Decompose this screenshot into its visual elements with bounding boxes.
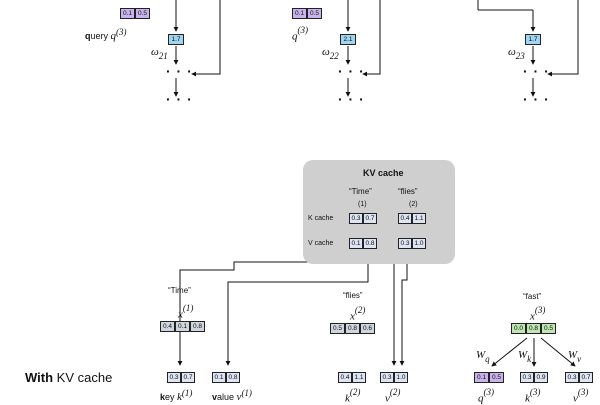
key-label-2: k(2) — [345, 387, 361, 405]
embedding-cell: 0.8 — [526, 323, 541, 334]
embedding-cell: 0.4 — [160, 321, 175, 332]
query-cell: 0.5 — [489, 372, 504, 383]
arrow-line — [191, 0, 221, 77]
weight-wq-label: Wq — [476, 349, 490, 365]
weight-wk-label: Wk — [518, 349, 532, 365]
ellipsis: · · · — [523, 91, 550, 107]
k-cache-cell: 1.1 — [412, 213, 426, 224]
query-cell: 0.5 — [135, 8, 150, 19]
value-cell: 1.0 — [394, 372, 408, 383]
v-cache-label: V cache — [308, 240, 334, 247]
token-word-flies: “flies” — [343, 291, 363, 300]
embedding-cell: 0.8 — [345, 323, 360, 334]
arrow-line — [547, 0, 579, 77]
value-cell: 0.8 — [226, 372, 240, 383]
kv-word-time: “Time” — [349, 187, 372, 196]
query-cell: 0.1 — [120, 8, 135, 19]
value-cell: 0.7 — [579, 372, 593, 383]
kv-cache-title: KV cache — [363, 168, 404, 178]
v-cache-cell: 0.1 — [349, 238, 363, 249]
value-label-2: v(2) — [385, 387, 401, 405]
embedding-cell: 0.5 — [541, 323, 556, 334]
embedding-cell: 0.5 — [330, 323, 345, 334]
attention-score-cell: 2.1 — [340, 34, 356, 45]
embedding-cell: 0.6 — [360, 323, 375, 334]
ellipsis: · · · — [166, 91, 193, 107]
value-cell: 0.1 — [212, 372, 226, 383]
value-label-1: value v(1) — [212, 388, 252, 403]
arrow-line — [491, 337, 528, 367]
omega-label: ω22 — [322, 46, 339, 62]
key-label-1: key k(1) — [160, 388, 193, 403]
input-x1: x(1) — [178, 303, 194, 321]
embedding-cell: 0.1 — [175, 321, 190, 332]
query-cell: 0.5 — [307, 8, 322, 19]
omega-label: ω23 — [508, 46, 525, 62]
key-cell: 1.1 — [352, 372, 366, 383]
section-label: With KV cache — [25, 370, 113, 385]
input-x2: x(2) — [350, 305, 366, 323]
input-x3: x(3) — [530, 305, 546, 323]
key-cell: 0.3 — [167, 372, 181, 383]
v-cache-cell: 1.0 — [412, 238, 426, 249]
ellipsis: · · · — [166, 63, 193, 79]
ellipsis: · · · — [338, 91, 365, 107]
token-word-time: “Time” — [168, 286, 191, 295]
arrow-line — [540, 337, 576, 367]
query-label-3: q(3) — [478, 387, 494, 405]
k-cache-cell: 0.7 — [363, 213, 377, 224]
kv-index-1: (1) — [358, 201, 367, 208]
k-cache-cell: 0.3 — [349, 213, 363, 224]
kv-cache-panel — [303, 160, 455, 264]
query-label: q(3) — [292, 25, 308, 43]
key-cell: 0.9 — [534, 372, 548, 383]
ellipsis: · · · — [338, 63, 365, 79]
query-label: query q(3) — [85, 27, 127, 42]
embedding-cell: 0.0 — [511, 323, 526, 334]
ellipsis: · · · — [523, 63, 550, 79]
embedding-cell: 0.8 — [190, 321, 205, 332]
attention-score-cell: 1.7 — [525, 34, 541, 45]
key-cell: 0.3 — [520, 372, 534, 383]
omega-label: ω21 — [151, 46, 168, 62]
query-cell: 0.1 — [474, 372, 489, 383]
value-cell: 0.3 — [380, 372, 394, 383]
kv-word-flies: “flies” — [398, 187, 418, 196]
value-label-3: v(3) — [573, 387, 589, 405]
key-label-3: k(3) — [525, 387, 541, 405]
kv-index-2: (2) — [409, 201, 418, 208]
value-cell: 0.3 — [565, 372, 579, 383]
v-cache-cell: 0.8 — [363, 238, 377, 249]
weight-wv-label: Wv — [568, 349, 582, 365]
attention-score-cell: 1.7 — [168, 34, 184, 45]
query-cell: 0.1 — [292, 8, 307, 19]
arrow-line — [225, 250, 369, 366]
key-cell: 0.7 — [181, 372, 195, 383]
v-cache-cell: 0.3 — [398, 238, 412, 249]
arrow-line — [399, 250, 408, 366]
arrow-line — [362, 0, 381, 77]
key-cell: 0.4 — [338, 372, 352, 383]
k-cache-cell: 0.4 — [398, 213, 412, 224]
k-cache-label: K cache — [308, 215, 334, 222]
token-word-fast: “fast” — [523, 292, 542, 301]
